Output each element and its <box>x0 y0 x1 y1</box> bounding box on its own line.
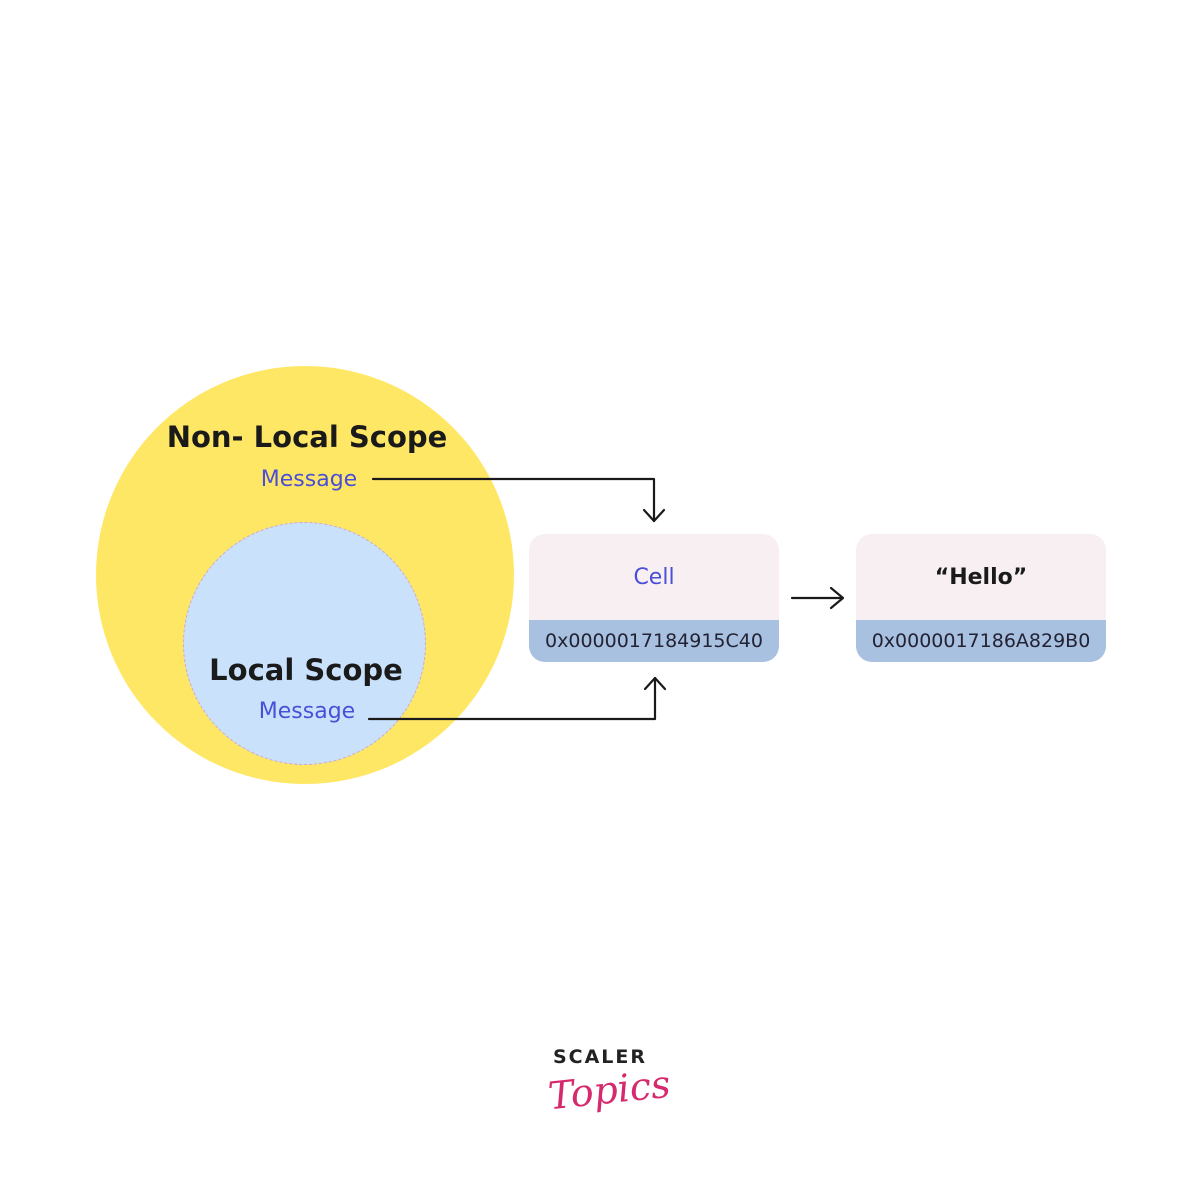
local-scope-circle <box>183 522 426 765</box>
cell-box: Cell 0x0000017184915C40 <box>529 534 779 662</box>
cell-box-header: Cell <box>529 534 779 620</box>
cell-address: 0x0000017184915C40 <box>529 620 779 662</box>
scaler-topics-logo: SCALER Topics <box>540 1046 672 1142</box>
local-message-label: Message <box>258 699 356 724</box>
logo-scaler-text: SCALER <box>552 1046 648 1068</box>
local-arrowhead <box>643 676 667 691</box>
local-scope-title: Local Scope <box>209 653 403 687</box>
cell-to-value-arrowhead <box>829 586 845 610</box>
non-local-arrowhead <box>642 508 666 523</box>
non-local-message-label: Message <box>260 467 358 492</box>
value-box-header: “Hello” <box>856 534 1106 620</box>
value-label: “Hello” <box>934 564 1028 590</box>
non-local-scope-title: Non- Local Scope <box>166 420 448 454</box>
value-box: “Hello” 0x0000017186A829B0 <box>856 534 1106 662</box>
cell-label: Cell <box>633 564 675 590</box>
logo-topics-text: Topics <box>546 1061 673 1119</box>
value-address: 0x0000017186A829B0 <box>856 620 1106 662</box>
